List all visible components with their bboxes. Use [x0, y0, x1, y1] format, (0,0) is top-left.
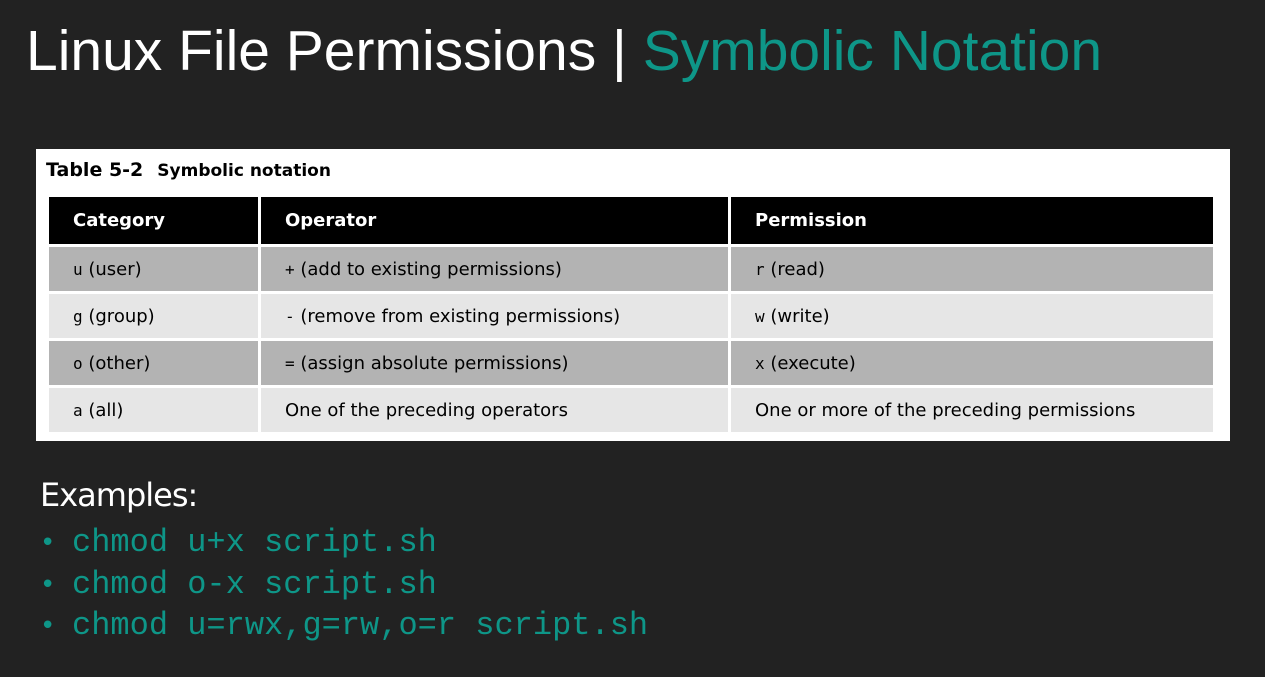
operator-text: (remove from existing permissions) [294, 305, 621, 327]
table-header-row: Category Operator Permission [49, 197, 1213, 244]
permission-text: One or more of the preceding permissions [755, 399, 1136, 421]
operator-text: (add to existing permissions) [294, 258, 562, 280]
symbolic-notation-table: Category Operator Permission u (user) + … [46, 194, 1216, 435]
operator-text: One of the preceding operators [285, 399, 568, 421]
column-header-permission: Permission [731, 197, 1213, 244]
table-caption-label: Symbolic notation [157, 161, 331, 181]
category-cell: o (other) [49, 341, 258, 385]
permission-cell: x (execute) [731, 341, 1213, 385]
title-main: Linux File Permissions | [26, 19, 643, 83]
table-row: u (user) + (add to existing permissions)… [49, 247, 1213, 291]
category-text: (other) [82, 352, 151, 374]
operator-cell: + (add to existing permissions) [261, 247, 728, 291]
category-text: (user) [82, 258, 142, 280]
operator-cell: = (assign absolute permissions) [261, 341, 728, 385]
bullet-icon: • [40, 611, 56, 641]
category-text: (all) [82, 399, 124, 421]
permission-code: x [755, 353, 765, 373]
operator-code: - [285, 306, 295, 326]
category-code: o [73, 353, 83, 373]
permission-text: (read) [764, 258, 825, 280]
operator-cell: - (remove from existing permissions) [261, 294, 728, 338]
category-code: u [73, 259, 83, 279]
permission-cell: One or more of the preceding permissions [731, 388, 1213, 432]
list-item: • chmod o-x script.sh [40, 564, 648, 606]
permission-code: r [755, 259, 765, 279]
table-row: g (group) - (remove from existing permis… [49, 294, 1213, 338]
examples-list: • chmod u+x script.sh • chmod o-x script.s… [40, 522, 648, 647]
example-command: chmod u=rwx,g=rw,o=r script.sh [72, 607, 649, 644]
permission-text: (write) [764, 305, 830, 327]
list-item: • chmod u=rwx,g=rw,o=r script.sh [40, 605, 648, 647]
permission-cell: w (write) [731, 294, 1213, 338]
permission-text: (execute) [764, 352, 856, 374]
category-cell: g (group) [49, 294, 258, 338]
examples-heading: Examples: [40, 476, 198, 514]
table-figure: Table 5-2 Symbolic notation Category Oper… [36, 149, 1230, 441]
bullet-icon: • [40, 569, 56, 600]
title-accent: Symbolic Notation [642, 19, 1103, 83]
category-cell: a (all) [49, 388, 258, 432]
table-row: o (other) = (assign absolute permissions… [49, 341, 1213, 385]
table-row: a (all) One of the preceding operators O… [49, 388, 1213, 432]
column-header-operator: Operator [261, 197, 728, 244]
permission-cell: r (read) [731, 247, 1213, 291]
category-code: a [73, 400, 83, 420]
page-title: Linux File Permissions | Symbolic Notati… [26, 14, 1102, 88]
operator-text: (assign absolute permissions) [294, 352, 569, 374]
column-header-category: Category [49, 197, 258, 244]
operator-code: + [285, 259, 295, 279]
operator-cell: One of the preceding operators [261, 388, 728, 432]
category-cell: u (user) [49, 247, 258, 291]
list-item: • chmod u+x script.sh [40, 522, 648, 564]
bullet-icon: • [40, 528, 56, 558]
operator-code: = [285, 353, 295, 373]
category-text: (group) [82, 305, 155, 327]
example-command: chmod o-x script.sh [72, 565, 437, 603]
example-command: chmod u+x script.sh [72, 524, 437, 561]
table-caption: Table 5-2 Symbolic notation [46, 159, 331, 181]
category-code: g [73, 306, 83, 326]
table-caption-number: Table 5-2 [46, 159, 144, 181]
permission-code: w [755, 306, 765, 326]
